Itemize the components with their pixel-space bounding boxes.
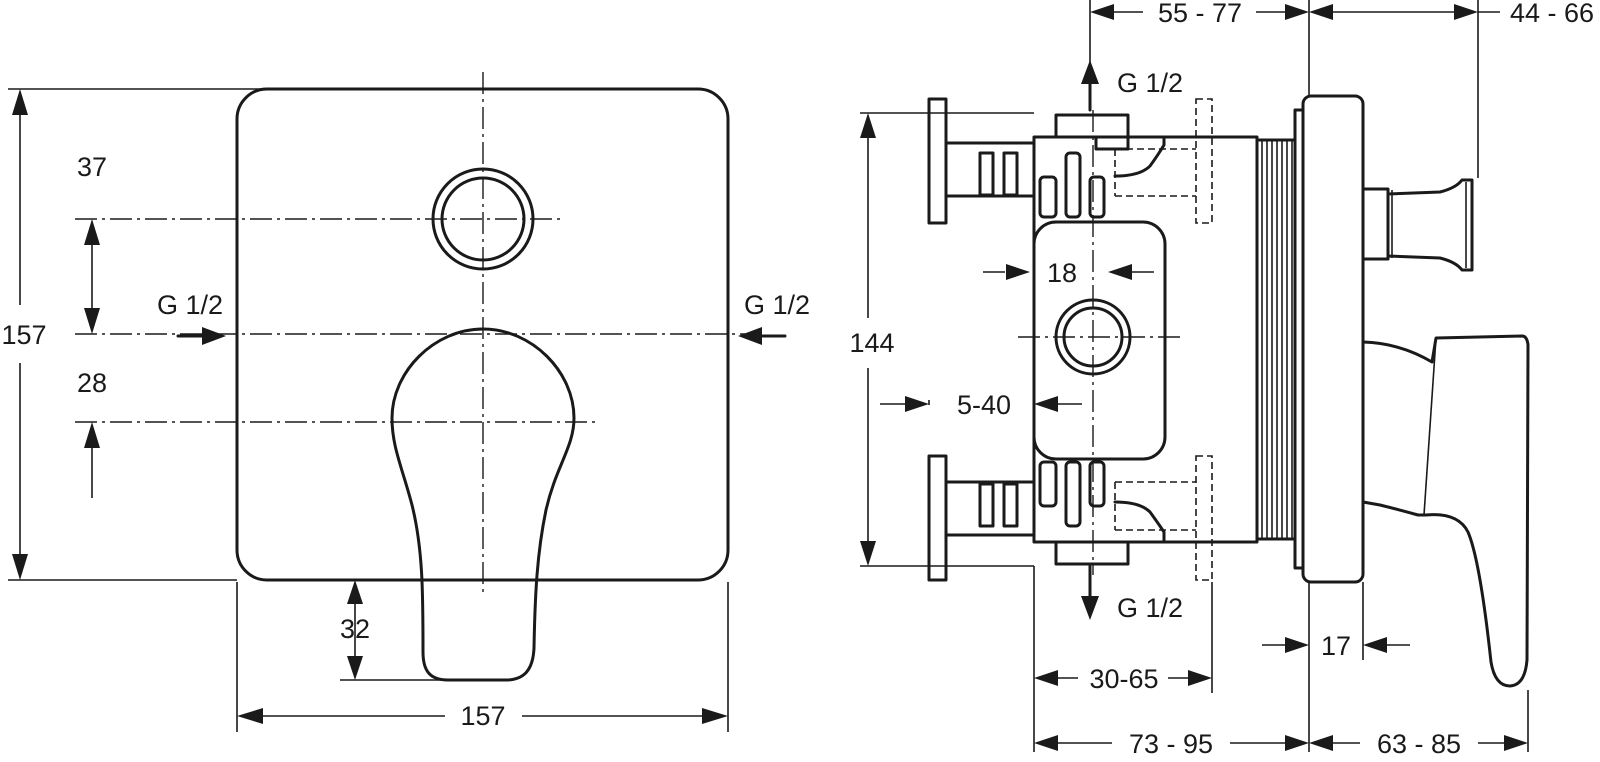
arrowhead (860, 113, 876, 138)
label-height: 157 (1, 320, 46, 350)
arrowhead (84, 219, 100, 245)
arrowhead (1285, 637, 1309, 653)
arrowhead (1081, 596, 1099, 620)
arrowhead (1504, 735, 1528, 751)
arrowhead (905, 396, 929, 412)
arrowhead (12, 554, 28, 580)
label-width: 157 (460, 701, 505, 731)
arrowhead (1081, 60, 1099, 84)
arrowhead (1309, 4, 1333, 20)
upper-port-nut (1094, 135, 1130, 151)
label-bottom-right-range: 63 - 85 (1377, 729, 1461, 759)
lower-hidden-parts (1113, 455, 1213, 581)
side-cover-plate (1301, 94, 1365, 584)
label-lever-projection: 32 (340, 614, 370, 644)
upper-hidden-parts (1113, 98, 1213, 224)
label-top-left-range: 55 - 77 (1158, 0, 1242, 28)
arrowhead (1006, 264, 1030, 280)
arrowhead (1363, 637, 1387, 653)
label-bottom-left-range: 73 - 95 (1129, 729, 1213, 759)
arrowhead (1090, 4, 1114, 20)
label-plate-depth: 17 (1321, 631, 1351, 661)
label-top-right-range: 44 - 66 (1510, 0, 1594, 28)
side-diverter-knob (1361, 178, 1474, 272)
label-left-inlet: G 1/2 (157, 290, 223, 320)
label-right-inlet: G 1/2 (744, 290, 810, 320)
label-top-outlet: G 1/2 (1117, 68, 1183, 98)
arrowhead (1285, 735, 1309, 751)
arrowhead (237, 708, 263, 724)
label-mount-range: 30-65 (1089, 664, 1158, 694)
arrowhead (702, 708, 728, 724)
arrowhead (1285, 4, 1309, 20)
upper-slots (1038, 151, 1106, 219)
arrowhead (347, 580, 363, 604)
upper-port-fitting (1054, 113, 1130, 139)
label-wall-range: 5-40 (957, 390, 1011, 420)
arrowhead (1188, 670, 1212, 686)
lower-port-fitting (1054, 540, 1130, 566)
arrowhead (1034, 735, 1058, 751)
arrowhead (1034, 396, 1058, 412)
side-lever (1361, 334, 1530, 688)
lever-handle (390, 327, 576, 682)
lower-slots (1038, 460, 1106, 528)
arrowhead (84, 422, 100, 448)
arrowhead (1454, 4, 1478, 20)
arrowhead (1309, 735, 1333, 751)
label-body-height: 144 (849, 328, 894, 358)
cartridge-window (1032, 220, 1167, 461)
arrowhead (347, 656, 363, 680)
arrowhead (12, 89, 28, 115)
front-view: 157 37 28 32 157 G 1/2 G 1/2 (1, 72, 810, 732)
lower-flange (927, 454, 948, 582)
arrowhead (860, 541, 876, 566)
label-lever-offset: 28 (77, 368, 107, 398)
label-diverter-offset: 37 (77, 152, 107, 182)
label-bore-width: 18 (1047, 258, 1077, 288)
arrowhead (1034, 670, 1058, 686)
arrowhead (1108, 264, 1132, 280)
label-bottom-outlet: G 1/2 (1117, 593, 1183, 623)
upper-stem-grooves (978, 151, 1019, 197)
thread-rings (1255, 137, 1297, 542)
arrowhead (738, 327, 762, 345)
lever-edge (1423, 337, 1437, 516)
arrowhead (202, 327, 226, 345)
lower-stem-grooves (978, 482, 1019, 528)
upper-flange (927, 97, 948, 225)
side-view: 55 - 77 44 - 66 G 1/2 G 1/2 144 18 5-40 (849, 0, 1594, 759)
arrowhead (84, 308, 100, 334)
